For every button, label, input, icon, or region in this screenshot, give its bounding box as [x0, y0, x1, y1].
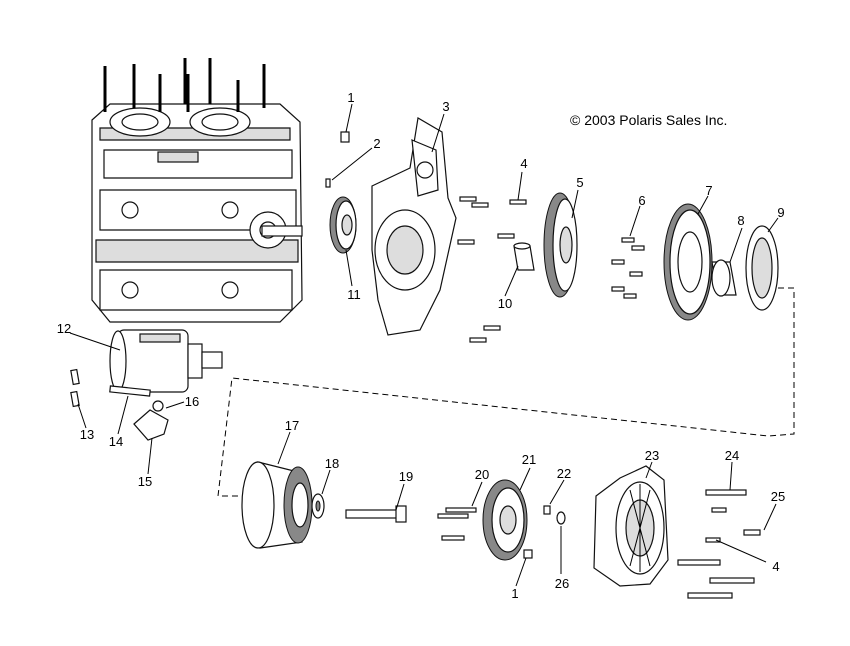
part-15-clamp: [133, 400, 169, 441]
part-7-ring-gear: [663, 203, 713, 321]
callout-22: 22: [557, 466, 571, 481]
part-21-stator: [482, 479, 528, 561]
callout-2: 2: [373, 136, 380, 151]
callout-13: 13: [80, 427, 94, 442]
part-24-bolts: [677, 489, 755, 599]
part-17-flywheel: [241, 461, 313, 549]
part-13-bolts: [70, 368, 80, 408]
callout-23: 23: [645, 448, 659, 463]
callout-1: 1: [347, 90, 354, 105]
callout-20: 20: [475, 467, 489, 482]
part-1-pin-lower: [523, 549, 533, 559]
callout-25: 25: [771, 489, 785, 504]
part-12-starter: [109, 329, 223, 393]
copyright-notice: © 2003 Polaris Sales Inc.: [570, 112, 727, 128]
callout-26: 26: [555, 576, 569, 591]
callout-19: 19: [399, 469, 413, 484]
callout-1-lower: 1: [511, 586, 518, 601]
callout-9: 9: [777, 205, 784, 220]
part-8-ring: [711, 259, 737, 297]
part-5-gear: [543, 192, 578, 298]
part-2-dowel: [325, 178, 331, 188]
part-10-bushing: [513, 242, 535, 271]
part-22-key: [543, 505, 551, 515]
callout-24: 24: [725, 448, 739, 463]
part-23-cover: [593, 465, 669, 587]
callout-7: 7: [705, 183, 712, 198]
part-19-bolt: [345, 505, 407, 523]
callout-15: 15: [138, 474, 152, 489]
part-9-seal: [745, 225, 779, 311]
callout-21: 21: [522, 452, 536, 467]
callout-14: 14: [109, 434, 123, 449]
part-18-washer: [311, 493, 325, 519]
callout-11: 11: [347, 287, 361, 302]
crankcase: [91, 58, 303, 323]
callout-16: 16: [185, 394, 199, 409]
callout-8: 8: [737, 213, 744, 228]
assembly-dash-line: [217, 287, 795, 497]
leader-lines: [69, 103, 779, 587]
callouts: 1 2 3 4 5 6 7 8 9 10 11 12 13 14 15 16 1…: [57, 90, 785, 601]
part-6-bolts: [611, 237, 645, 299]
callout-10: 10: [498, 296, 512, 311]
callout-5: 5: [576, 175, 583, 190]
callout-3: 3: [442, 99, 449, 114]
callout-17: 17: [285, 418, 299, 433]
part-20-bolts: [437, 507, 477, 541]
part-3-cover: [371, 117, 457, 336]
callout-18: 18: [325, 456, 339, 471]
part-25-bolt: [743, 529, 761, 536]
callout-6: 6: [638, 193, 645, 208]
part-1-pin: [340, 131, 350, 143]
cover-bolts: [457, 196, 527, 343]
part-11-gear: [329, 196, 357, 254]
part-14-rod: [109, 385, 151, 397]
callout-4-lower: 4: [772, 559, 779, 574]
callout-12: 12: [57, 321, 71, 336]
callout-4: 4: [520, 156, 527, 171]
part-26-ring: [556, 511, 566, 525]
